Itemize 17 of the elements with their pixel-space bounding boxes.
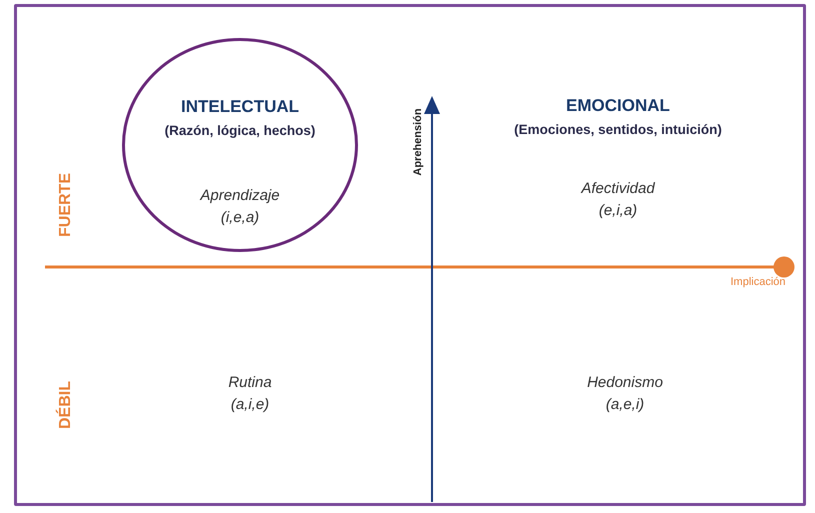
axis-label: Aprehensión [412, 108, 424, 176]
quadrant-code: (a,i,e) [230, 396, 270, 413]
ellipse-highlight [122, 38, 358, 252]
quadrant-code: (a,e,i) [606, 396, 644, 413]
quadrant-code: (i,e,a) [220, 209, 260, 226]
axis-label: DÉBIL [57, 381, 75, 429]
category-description: (Emociones, sentidos, intuición) [514, 122, 722, 137]
quadrant-name: Aprendizaje [200, 187, 280, 204]
quadrant-name: Hedonismo [587, 374, 663, 391]
category-heading: INTELECTUAL [180, 97, 300, 117]
quadrant-name: Afectividad [581, 180, 655, 197]
axis-label: Implicación [730, 276, 786, 288]
quadrant-code: (e,i,a) [598, 202, 638, 219]
category-description: (Razón, lógica, hechos) [164, 123, 316, 138]
category-heading: EMOCIONAL [566, 96, 670, 116]
quadrant-name: Rutina [228, 374, 272, 391]
axis-label: FUERTE [57, 173, 75, 237]
